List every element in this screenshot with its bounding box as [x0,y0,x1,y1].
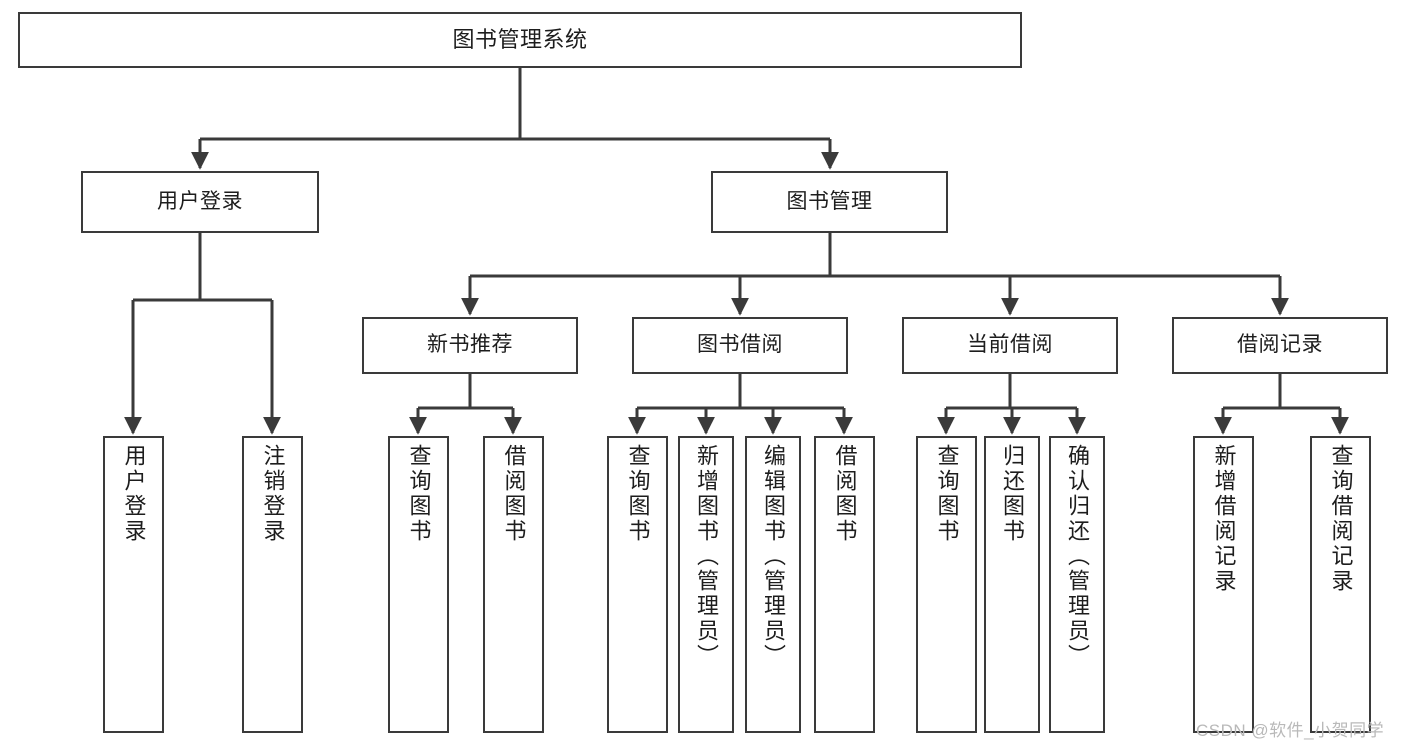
node-label: 编辑图书（管理员） [761,444,786,669]
node-label: 新书推荐 [427,333,513,357]
node-root-system[interactable]: 图书管理系统 [18,12,1022,68]
node-label: 借阅图书 [832,444,858,544]
node-label: 查询借阅记录 [1328,444,1354,594]
node-label: 查询图书 [406,444,432,544]
node-current-borrow[interactable]: 当前借阅 [902,317,1118,374]
node-book-borrow[interactable]: 图书借阅 [632,317,848,374]
node-label: 当前借阅 [967,333,1053,357]
node-leaf-logout-login[interactable]: 注销登录 [242,436,303,733]
node-label: 用户登录 [157,189,243,213]
node-leaf-add-book[interactable]: 新增图书（管理员） [678,436,734,733]
node-leaf-query-book-2[interactable]: 查询图书 [607,436,668,733]
node-leaf-add-borrow-record[interactable]: 新增借阅记录 [1193,436,1254,733]
node-label: 新增借阅记录 [1211,444,1237,594]
node-leaf-query-book-3[interactable]: 查询图书 [916,436,977,733]
node-leaf-confirm-return[interactable]: 确认归还（管理员） [1049,436,1105,733]
node-label: 注销登录 [260,444,286,544]
node-leaf-query-book-1[interactable]: 查询图书 [388,436,449,733]
node-book-manage[interactable]: 图书管理 [711,171,948,233]
node-leaf-query-borrow-record[interactable]: 查询借阅记录 [1310,436,1371,733]
node-leaf-borrow-book-2[interactable]: 借阅图书 [814,436,875,733]
node-label: 图书管理 [786,189,873,213]
node-user-login[interactable]: 用户登录 [81,171,319,233]
node-label: 借阅图书 [501,444,527,544]
node-leaf-edit-book[interactable]: 编辑图书（管理员） [745,436,801,733]
node-label: 用户登录 [121,444,147,544]
node-leaf-return-book[interactable]: 归还图书 [984,436,1040,733]
watermark-text: CSDN @软件_小贺同学 [1196,721,1385,740]
node-label: 借阅记录 [1237,333,1323,357]
node-label: 归还图书 [1000,444,1025,544]
node-label: 图书借阅 [697,333,783,357]
node-label: 图书管理系统 [452,27,588,53]
node-label: 查询图书 [934,444,960,544]
node-leaf-user-login[interactable]: 用户登录 [103,436,164,733]
node-label: 新增图书（管理员） [694,444,719,669]
node-label: 查询图书 [625,444,651,544]
node-label: 确认归还（管理员） [1065,444,1090,669]
node-new-book-recommend[interactable]: 新书推荐 [362,317,578,374]
node-leaf-borrow-book-1[interactable]: 借阅图书 [483,436,544,733]
node-borrow-record[interactable]: 借阅记录 [1172,317,1388,374]
